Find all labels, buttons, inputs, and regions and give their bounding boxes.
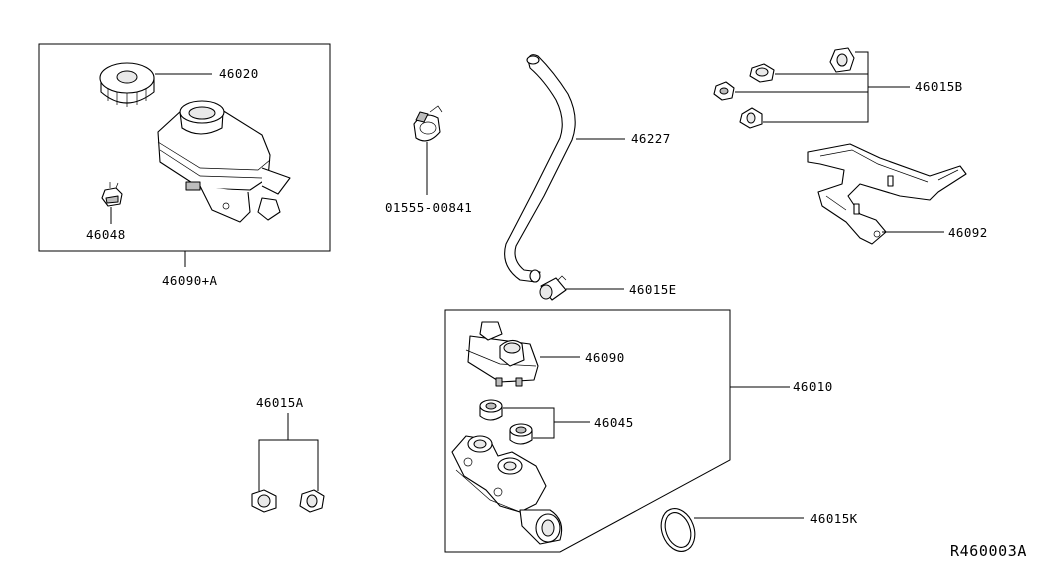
label-brake-hose: 46227 [631,131,671,146]
label-hose-clip: 46015E [629,282,677,297]
reservoir-tank-part [157,100,291,223]
label-reservoir-assembly: 46090+A [162,273,218,288]
label-level-sensor: 46048 [86,227,126,242]
diagram-reference-code: R460003A [950,542,1027,560]
nut-part-1 [829,47,855,73]
reservoir-cap-part [99,62,155,107]
master-cylinder-part [451,435,563,545]
nut-part-3 [713,81,735,101]
brake-hose-part [504,54,576,283]
level-sensor-part [101,182,123,207]
fixing-nuts-group: 46015B [713,47,963,129]
hose-clip-group: 46015E [539,275,677,301]
nut-part-4 [739,107,763,129]
plug-part-1 [251,489,277,513]
label-bracket: 46092 [948,225,988,240]
plug-part-2 [299,489,325,513]
label-master-cylinder-assembly: 46010 [793,379,833,394]
bracket-group: 46092 [807,143,988,245]
hose-clip-part [539,275,567,301]
label-o-ring: 46015K [810,511,858,526]
label-hose-clamp: 01555-00841 [385,200,472,215]
bracket-part [807,143,967,245]
hose-clamp-group: 01555-00841 [385,105,472,215]
master-cylinder-assembly-frame [444,309,731,553]
grommet-part-1 [479,399,503,421]
label-reservoir: 46090 [585,350,625,365]
o-ring-part [660,508,696,552]
hose-clamp-part [413,105,443,142]
master-cylinder-assembly-group: 46010 46090 46045 [444,309,833,553]
nut-part-2 [749,63,775,83]
label-fixing-nuts: 46015B [915,79,963,94]
o-ring-group: 46015K [660,508,858,552]
label-plugs: 46015A [256,395,304,410]
label-grommets: 46045 [594,415,634,430]
reservoir-part [465,321,539,387]
grommet-part-2 [509,423,533,445]
reservoir-assembly-group: 46090+A 46020 [38,43,331,288]
brake-hose-group: 46227 [504,54,671,283]
label-reservoir-cap: 46020 [219,66,259,81]
plugs-group: 46015A [251,395,325,513]
